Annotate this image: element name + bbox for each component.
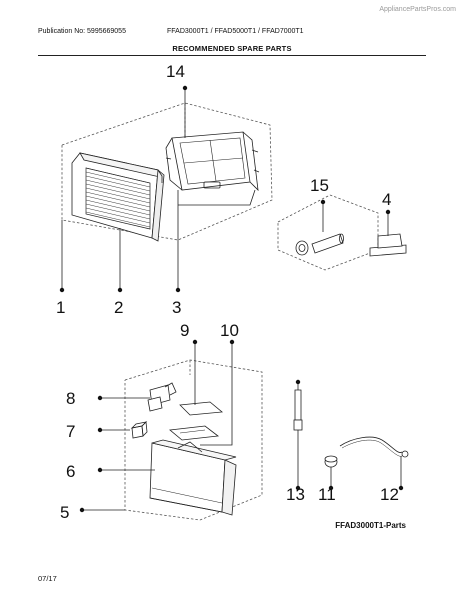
- callout-15: 15: [310, 176, 329, 195]
- drain-adaptor-part: [277, 194, 379, 271]
- drain-hose-part: [293, 382, 303, 488]
- diagram-label: FFAD3000T1-Parts: [335, 521, 406, 530]
- callout-2: 2: [114, 298, 123, 317]
- wire-harness-part: [339, 436, 409, 488]
- upper-leader-lines: [61, 88, 256, 290]
- header-divider: [38, 55, 426, 56]
- bracket-part: [179, 342, 223, 416]
- callout-3: 3: [172, 298, 181, 317]
- float-switch-part: [100, 382, 177, 412]
- revision-date: 07/17: [38, 574, 57, 583]
- front-grille-part: [71, 152, 165, 242]
- filter-frame-part: [165, 131, 260, 192]
- callout-12: 12: [380, 485, 399, 504]
- foot-pad-part: [369, 212, 407, 257]
- model-list: FFAD3000T1 / FFAD5000T1 / FFAD7000T1: [167, 28, 304, 35]
- small-block-part: [100, 421, 148, 439]
- callout-4: 4: [382, 190, 391, 209]
- publication-number: Publication No: 5995669055: [38, 28, 126, 35]
- water-bucket-part: [100, 439, 237, 516]
- callout-6: 6: [66, 462, 75, 481]
- plug-part: [324, 455, 338, 488]
- callout-5: 5: [60, 503, 69, 522]
- callout-14: 14: [166, 62, 185, 81]
- callout-8: 8: [66, 389, 75, 408]
- upper-assembly-outline: [61, 102, 273, 241]
- page-title: RECOMMENDED SPARE PARTS: [172, 44, 292, 53]
- watermark: AppliancePartsPros.com: [379, 6, 456, 13]
- callout-1: 1: [56, 298, 65, 317]
- callout-13: 13: [286, 485, 305, 504]
- callout-11: 11: [318, 485, 336, 504]
- support-bracket-part: [169, 342, 233, 446]
- callout-10: 10: [220, 321, 239, 340]
- callout-9: 9: [180, 321, 189, 340]
- callout-7: 7: [66, 422, 75, 441]
